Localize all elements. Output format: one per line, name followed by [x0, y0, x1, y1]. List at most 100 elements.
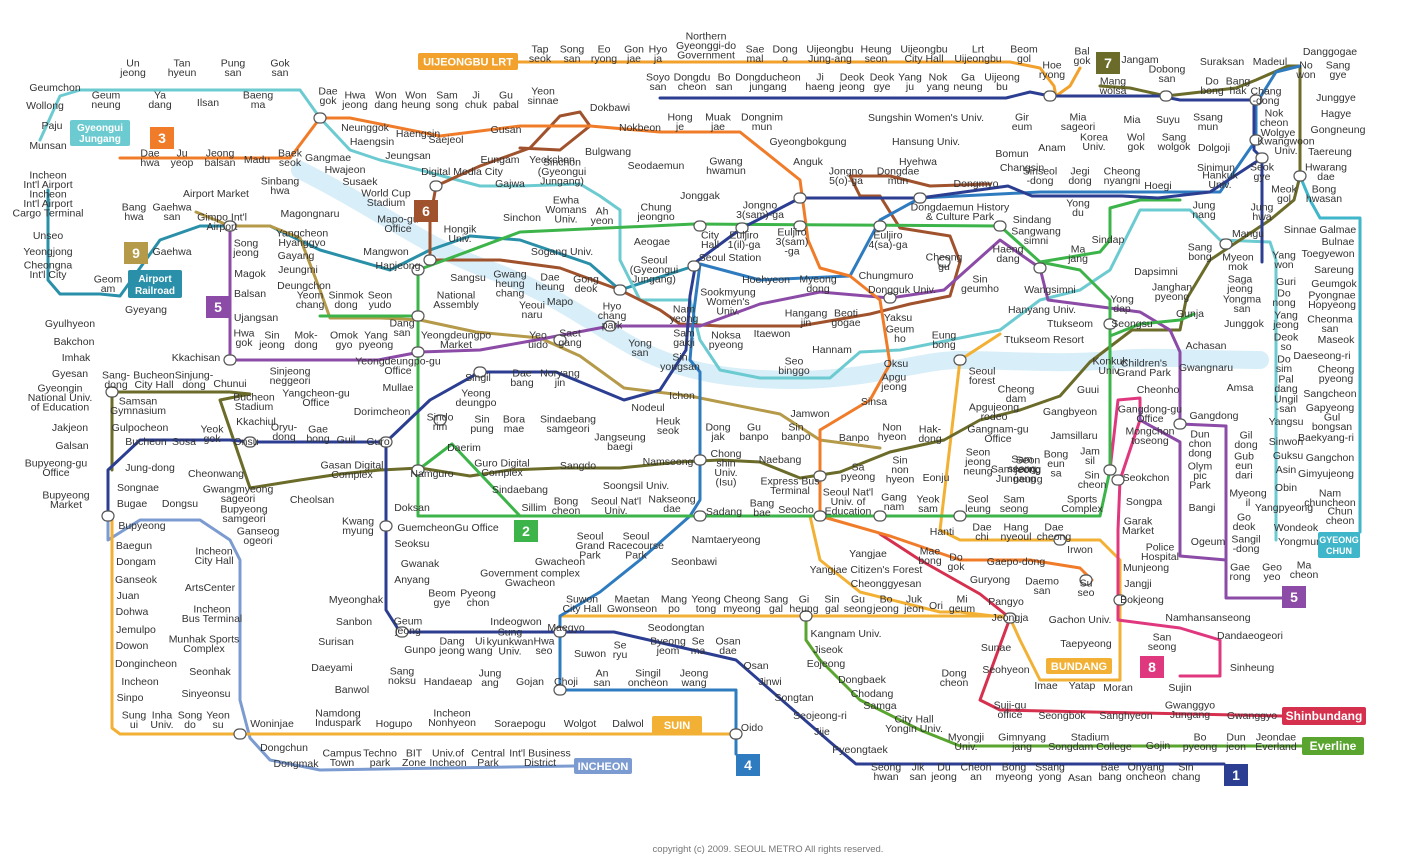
station-label: Indeogwon [490, 616, 542, 628]
station-label: Juan [117, 590, 140, 602]
station-label: Oryu-dong [271, 421, 298, 443]
station-label: Mok-dong [294, 329, 318, 351]
badge-5-west-text: 5 [214, 299, 222, 315]
station-label: Namhansanseong [1165, 612, 1250, 624]
station-label: Hoegi [1144, 180, 1171, 192]
station-label: Asin [1276, 464, 1297, 476]
station-label: Hyehwa [899, 156, 937, 168]
badge-8-text: 8 [1148, 659, 1156, 675]
bundang-tag: BUNDANG [1046, 658, 1112, 674]
station-label: Bugae [117, 498, 148, 510]
station-label: Ttukseom Resort [1004, 334, 1084, 346]
station-label: Dongchun [260, 742, 308, 754]
transfer-station-marker [1033, 262, 1047, 274]
station-label: Eojeong [807, 658, 846, 670]
transfer-station-marker [411, 310, 425, 322]
badge-line-3: 3 [150, 127, 174, 149]
station-label: Sinsa [861, 396, 887, 408]
station-label: Cheonwang [188, 468, 244, 480]
transfer-station-marker [105, 386, 119, 398]
station-label: Handaeap [424, 676, 473, 688]
station-label: Sindang [1013, 214, 1052, 226]
station-label: Asan [1068, 772, 1092, 784]
station-label: Sadang [706, 506, 742, 518]
station-label: Seocho [778, 504, 814, 516]
station-label: Neunggok [341, 122, 390, 134]
station-label: Sanghyeon [1099, 710, 1152, 722]
station-label: Jemulpo [116, 624, 156, 636]
transfer-station-marker [101, 510, 115, 522]
station-label: Wollong [26, 100, 64, 112]
station-label: Gyesan [52, 368, 88, 380]
station-markers [101, 90, 1307, 740]
station-label: Hwajeon [325, 164, 366, 176]
transfer-station-marker [423, 254, 437, 266]
station-label: Sinheung [1230, 662, 1275, 674]
station-label: Hak-dong [918, 423, 942, 445]
gyeongchun-label-1: GYEONG [1319, 535, 1359, 545]
transfer-station-marker [799, 610, 813, 622]
uijeongbu-lrt-label: UIJEONGBU LRT [423, 57, 513, 69]
station-label: Naebang [759, 454, 802, 466]
transfer-station-marker [1079, 574, 1093, 586]
station-label: Jeungmi [278, 264, 318, 276]
station-label: Ganseok [115, 574, 158, 586]
airport-route-0 [46, 188, 696, 298]
gyeongui-label: Gyeongui [77, 123, 123, 134]
station-label: Hansung Univ. [892, 136, 960, 148]
badge-line-1: 1 [1224, 764, 1248, 786]
line4-route-0 [558, 64, 1302, 756]
station-label: Sujin [1168, 682, 1192, 694]
station-label: Dongmyo [954, 178, 999, 190]
station-label: Yangpyeong [1255, 502, 1313, 514]
station-label: Seoksu [394, 538, 429, 550]
station-label: Ttukseom [1047, 318, 1093, 330]
station-label: Surisan [318, 636, 354, 648]
gyeongchun-tag: GYEONG CHUN [1318, 532, 1360, 558]
station-label: Mapo [547, 296, 573, 308]
station-label: Wolgot [564, 718, 597, 730]
